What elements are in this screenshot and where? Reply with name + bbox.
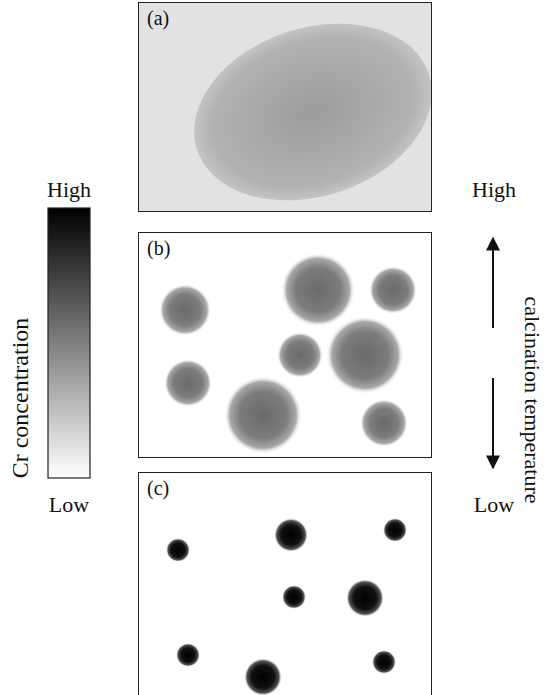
particles-dense	[166, 518, 407, 695]
scale-end-label: High	[47, 178, 91, 202]
panel-label: (a)	[147, 7, 169, 29]
axis-title: Cr concentration	[7, 318, 33, 479]
scale-end-label: Low	[49, 493, 89, 517]
cr-region	[171, 0, 455, 230]
panel-box: (b)	[138, 232, 432, 458]
panel-box: (c)	[138, 472, 432, 695]
scale-end-label: Low	[474, 493, 514, 517]
particles-medium	[159, 253, 417, 454]
scale-end-label: High	[472, 178, 516, 202]
colour-bar	[48, 208, 90, 478]
axis-title: calcination temperature	[520, 296, 544, 503]
arrow-down	[492, 378, 494, 468]
panel-label: (c)	[147, 477, 169, 499]
panel-box: (a)	[138, 2, 432, 212]
panel-label: (b)	[147, 237, 170, 259]
arrow-up	[492, 238, 494, 328]
